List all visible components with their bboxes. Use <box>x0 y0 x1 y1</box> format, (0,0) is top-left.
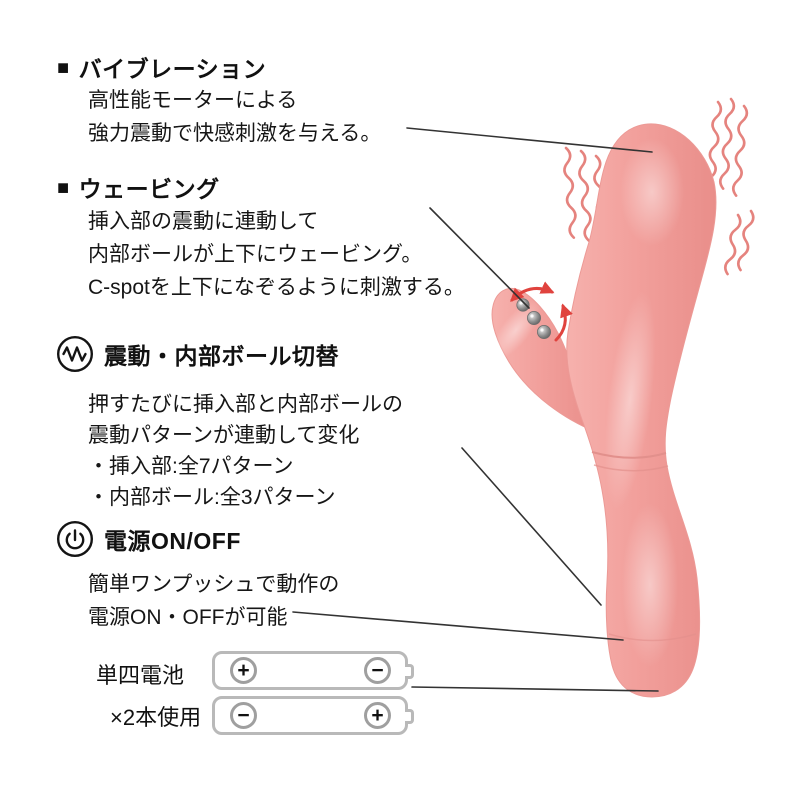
text-line: 押すたびに挿入部と内部ボールの <box>88 393 403 416</box>
shaft-highlight <box>604 290 656 510</box>
text-line: 挿入部の震動に連動して <box>88 210 319 233</box>
section-heading-vibration: ■ バイブレーション <box>57 50 266 84</box>
section-title: バイブレーション <box>78 56 267 82</box>
battery-terminal-minus: − <box>364 657 391 684</box>
wave-icon <box>57 336 93 372</box>
section-title: 震動・内部ボール切替 <box>104 343 339 369</box>
vibration-squiggles-right-bottom <box>724 209 755 276</box>
text-line: ・内部ボール:全3パターン <box>88 486 336 509</box>
callout-line-mode-switch <box>461 447 602 606</box>
section-body-vibration: 高性能モーターによる 強力震動で快感刺激を与える。 <box>88 84 381 150</box>
battery-terminal-plus: + <box>364 702 391 729</box>
callout-line-power <box>292 611 624 641</box>
section-body-mode-switch: 押すたびに挿入部と内部ボールの 震動パターンが連動して変化 ・挿入部:全7パター… <box>88 389 403 513</box>
text-line: 強力震動で快感刺激を与える。 <box>88 122 382 145</box>
section-heading-power: 電源ON/OFF <box>55 519 241 559</box>
square-bullet-icon: ■ <box>57 57 70 79</box>
section-body-power: 簡単ワンプッシュで動作の 電源ON・OFFが可能 <box>88 568 339 634</box>
battery-cell: − + <box>212 696 414 735</box>
head-highlight <box>620 138 684 246</box>
text-line: 震動パターンが連動して変化 <box>88 424 360 447</box>
square-bullet-icon: ■ <box>57 177 70 199</box>
text-line: 高性能モーターによる <box>88 89 298 112</box>
section-title: ウェービング <box>78 176 220 202</box>
text-line: C-spotを上下になぞるように刺激する。 <box>88 276 465 299</box>
device-seams <box>591 451 697 642</box>
text-line: 内部ボールが上下にウェービング。 <box>88 243 423 266</box>
section-title: 電源ON/OFF <box>104 528 241 554</box>
battery-terminal-minus: − <box>230 702 257 729</box>
callout-line-waving <box>429 207 530 309</box>
callout-lines <box>292 127 659 692</box>
battery-diagram: + − − + <box>212 651 422 741</box>
handle-highlight <box>622 503 678 667</box>
text-line: 電源ON・OFFが可能 <box>88 606 288 629</box>
section-heading-waving: ■ ウェービング <box>57 170 220 204</box>
battery-cell: + − <box>212 651 414 690</box>
battery-terminal-plus: + <box>230 657 257 684</box>
callout-line-battery <box>411 686 659 692</box>
waving-motion-arrows <box>510 281 573 342</box>
section-body-waving: 挿入部の震動に連動して 内部ボールが上下にウェービング。 C-spotを上下にな… <box>88 205 465 304</box>
text-line: ・挿入部:全7パターン <box>88 455 294 478</box>
battery-nub <box>405 709 414 724</box>
power-icon <box>57 521 93 557</box>
battery-type-label: 単四電池 <box>96 663 185 688</box>
battery-count-label: ×2本使用 <box>110 705 202 730</box>
battery-nub <box>405 664 414 679</box>
callout-line-vibration <box>406 127 653 153</box>
section-heading-mode-switch: 震動・内部ボール切替 <box>55 334 339 374</box>
text-line: 簡単ワンプッシュで動作の <box>88 573 340 596</box>
